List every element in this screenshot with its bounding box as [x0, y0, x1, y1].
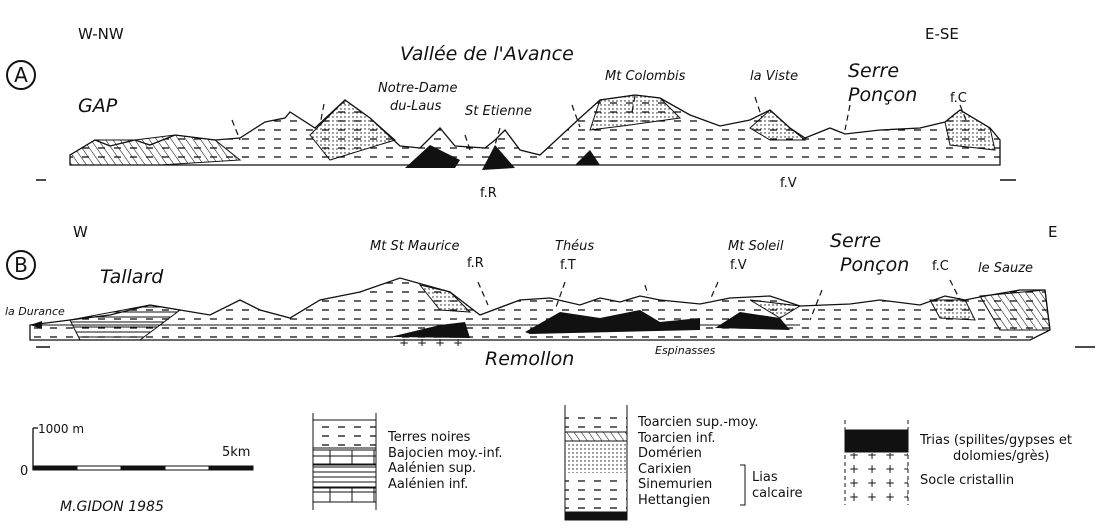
- fault-b-ft: f.T: [560, 258, 576, 273]
- place-poncon: Ponçon: [848, 84, 918, 106]
- scale-bar: [32, 427, 254, 471]
- fault-b-fc: f.C: [932, 259, 949, 274]
- place-mt-soleil: Mt Soleil: [728, 239, 784, 254]
- place-mt-st-maurice: Mt St Maurice: [370, 239, 460, 254]
- section-a-title: Vallée de l'Avance: [400, 43, 574, 65]
- legend-item: Hettangien: [638, 492, 711, 508]
- legend-column-1: [312, 413, 377, 510]
- section-b-west-label: W: [73, 223, 88, 241]
- place-espinasses: Espinasses: [655, 344, 716, 357]
- legend-item: Toarcien sup.-moy.: [638, 415, 759, 430]
- place-theus: Théus: [555, 239, 595, 254]
- place-mt-colombis: Mt Colombis: [605, 69, 686, 84]
- legend-trias: Trias (spilites/gypses et dolomies/grès): [920, 433, 1073, 464]
- legend-item: Sinemurien: [638, 477, 713, 492]
- place-tallard: Tallard: [100, 266, 164, 288]
- place-notre-dame: Notre-Dame: [378, 81, 458, 96]
- fault-a-fc: f.C: [950, 91, 967, 106]
- place-gap: GAP: [78, 95, 118, 117]
- place-serre-b: Serre: [830, 230, 882, 252]
- scale-vertical-label: 1000 m: [38, 422, 85, 436]
- legend-item: Terres noires: [388, 430, 471, 445]
- legend-lias-bracket-label: Lias calcaire: [752, 470, 803, 501]
- section-b-east-label: E: [1048, 223, 1058, 241]
- place-poncon-b: Ponçon: [840, 254, 910, 276]
- section-a-west-label: W-NW: [78, 25, 124, 43]
- place-remollon: Remollon: [485, 348, 575, 370]
- section-b-marker: B: [6, 250, 36, 280]
- legend-column-2: [564, 405, 746, 521]
- legend-item: Bajocien moy.-inf.: [388, 445, 503, 461]
- fault-a-fr: f.R: [480, 186, 497, 201]
- legend-column-3: [844, 420, 909, 505]
- legend-item: Aalénien inf.: [388, 476, 469, 492]
- place-st-etienne: St Etienne: [465, 104, 532, 119]
- section-a-east-label: E-SE: [925, 25, 959, 43]
- section-b-profile: [29, 277, 1095, 348]
- legend-item: Domérien: [638, 446, 702, 461]
- fault-b-fv: f.V: [730, 258, 747, 273]
- scale-horizontal-label: 5km: [222, 445, 251, 460]
- place-la-viste: la Viste: [750, 69, 799, 84]
- place-le-sauze: le Sauze: [978, 261, 1034, 276]
- author-credit: M.GIDON 1985: [60, 499, 164, 515]
- legend-socle: Socle cristallin: [920, 473, 1015, 488]
- scale-zero-label: 0: [20, 464, 29, 479]
- place-serre: Serre: [848, 60, 900, 82]
- legend-item: Carixien: [638, 461, 692, 477]
- legend-item: Aalénien sup.: [388, 461, 477, 476]
- section-a-profile: [36, 94, 1016, 181]
- section-a-marker: A: [6, 60, 36, 90]
- legend-item: Toarcien inf.: [638, 430, 716, 446]
- fault-a-fv: f.V: [780, 176, 797, 191]
- fault-b-fr: f.R: [467, 256, 484, 271]
- place-notre-dame-2: du-Laus: [390, 99, 442, 114]
- place-la-durance: la Durance: [5, 305, 65, 318]
